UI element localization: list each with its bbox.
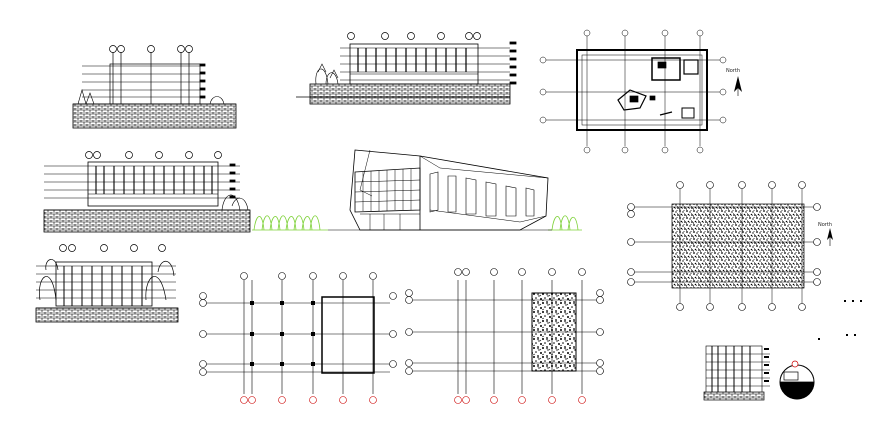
elevation-4: [35, 244, 179, 323]
elevation-3: [43, 151, 251, 233]
north-arrow-icon-2: [827, 228, 833, 246]
landscape-shrubs: [252, 215, 582, 231]
elevation-1: [72, 45, 237, 129]
floor-plan-top-right: [539, 29, 742, 154]
north-label-2: North: [818, 222, 832, 228]
structural-grid-1: [199, 272, 397, 404]
north-arrow-icon: [734, 76, 742, 96]
hatched-plan-right: [627, 181, 833, 311]
north-label-1: North: [726, 68, 740, 74]
perspective-building: [328, 149, 552, 231]
stray-marks: [818, 300, 862, 340]
elevation-2: [296, 32, 517, 105]
section-marker-icon: [779, 360, 815, 400]
section-detail: [703, 345, 815, 401]
structural-grid-2: [405, 268, 604, 404]
